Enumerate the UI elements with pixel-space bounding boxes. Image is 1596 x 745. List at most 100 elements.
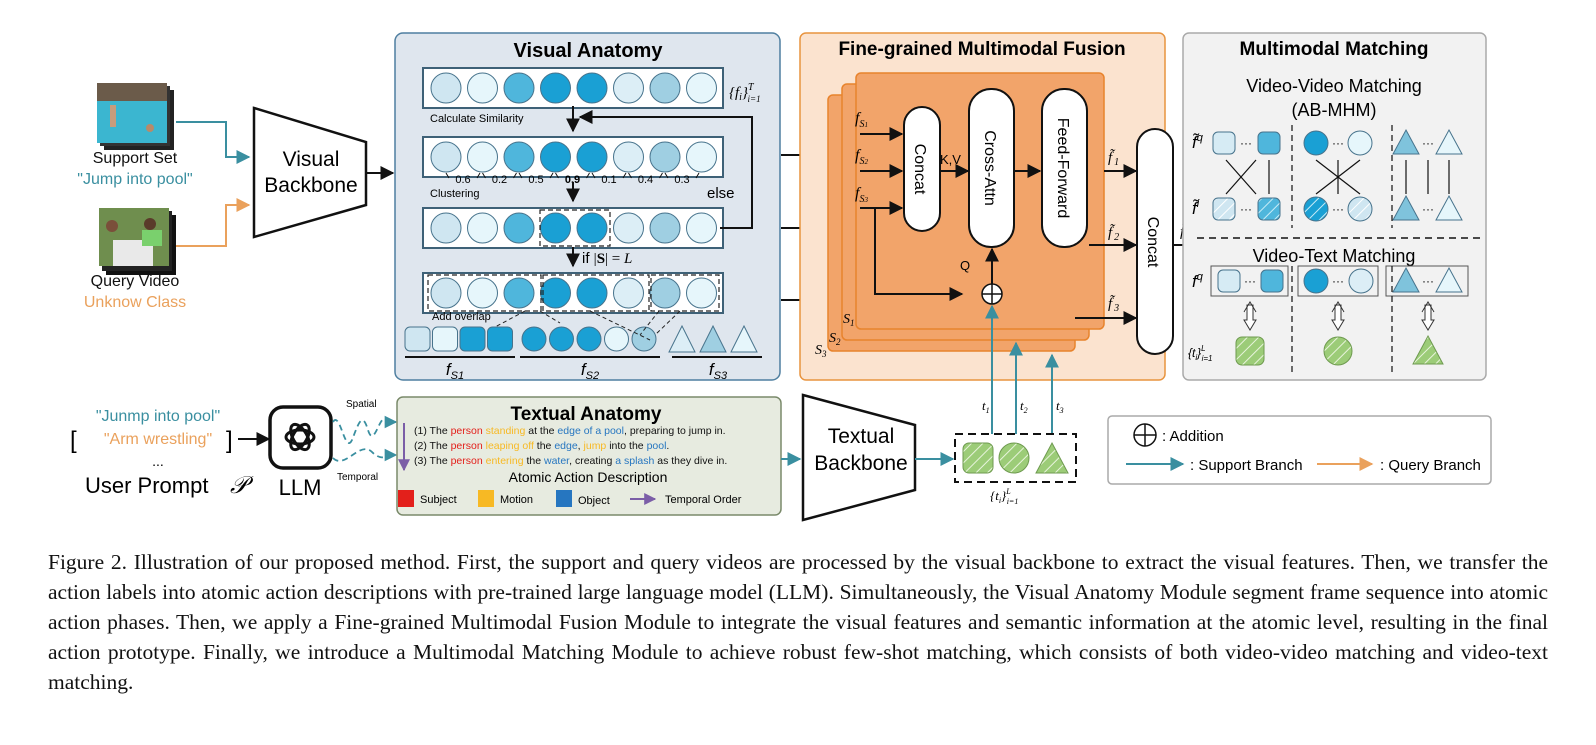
frame-feature-node [576,72,608,104]
output-f1: f̃1 [1108,149,1119,168]
legend-object-label: Object [578,495,610,507]
vt-matching-title: Video-Text Matching [1253,246,1416,266]
segment-2-circle [521,326,547,352]
prompt-bracket-right: ] [226,427,233,454]
overlap-line [654,310,681,336]
frame-feature-node [613,141,644,173]
frame-feature-node [576,277,608,309]
ellipsis: ··· [1332,274,1344,288]
segment-2-circle [576,326,602,352]
bidirectional-arrow-icon [1421,301,1435,331]
spatial-wave [332,415,398,444]
similarity-value: 0.3 [674,174,689,186]
matching-row-label: f̃q [1192,132,1204,152]
segment-2-circle [604,326,629,352]
segment-1-square [487,326,513,352]
action-sentence: (3) The person entering the water, creat… [414,455,727,467]
frame-feature-node [467,141,498,173]
frame-feature-node [649,141,681,173]
vt-feature-square [1260,269,1284,293]
frame-feature-node [430,212,462,244]
cluster-box [539,209,611,247]
frame-feature-node [686,72,717,104]
llm-icon [268,405,333,470]
fusion-title: Fine-grained Multimodal Fusion [838,39,1125,60]
vt-group-box [1385,265,1469,297]
addition-legend-icon [1133,423,1157,447]
condition-label: if |S| = L [582,250,632,267]
legend-motion-swatch [478,490,494,507]
clustering-label: Clustering [430,188,480,200]
temporal-wave [332,448,398,462]
frame-feature-node [503,141,535,173]
query-feature-circle [1347,130,1373,156]
action-sentence: (2) The person leaping off the edge, jum… [414,440,669,452]
matching-title: Multimodal Matching [1240,39,1429,60]
support-legend-label: : Support Branch [1190,457,1303,474]
prompt-class-1: "Junmp into pool" [96,408,220,425]
cross-attn-block [968,88,1015,248]
similarity-bracket [445,172,481,179]
frame-feature-node [540,212,571,244]
legend-object-swatch [556,490,572,507]
concat-label: Concat [911,144,928,195]
visual-backbone-label-2: Backbone [264,174,357,197]
frame-feature-node [430,141,462,173]
support-feature-triangle [1435,194,1463,221]
ellipsis: ··· [1422,274,1434,288]
vt-group-box [1210,265,1289,297]
frame-feature-node [540,277,571,309]
vv-matching-title: Video-Video Matching [1246,76,1421,96]
query-video-label: Query Video [91,273,180,290]
support-feature-triangle [1392,194,1420,221]
final-concat-block [1136,128,1174,355]
frame-feature-node [503,277,535,309]
text-token-triangle [1412,334,1444,365]
ellipsis: ··· [1332,202,1344,216]
textual-backbone [801,393,917,522]
visual-backbone-label-1: Visual [283,148,340,171]
else-label: else [707,185,735,202]
prompt-symbol: 𝒫 [230,473,254,499]
bidirectional-arrow-icon [1331,301,1345,331]
frame-feature-node [613,72,644,104]
token-t3-triangle [1035,441,1069,474]
similarity-value: 0.2 [492,174,507,186]
ellipsis: ··· [1422,136,1434,150]
q-label: Q [960,258,970,273]
ellipsis: ··· [1240,202,1252,216]
spatial-label: Spatial [346,399,377,410]
similarity-bracket [518,172,554,179]
frame-feature-node [576,141,608,173]
similarity-bracket [628,172,663,179]
ellipsis: ··· [1244,274,1256,288]
token-t2-circle [998,442,1030,474]
query-video-thumbnail [99,208,176,275]
support-feature-square [1257,197,1281,221]
frame-feature-node [613,212,644,244]
kv-label: K,V [940,152,961,167]
frame-feature-node [467,72,498,104]
query-feature-triangle [1435,128,1463,155]
segment-3-triangle [699,324,727,353]
prompt-ellipsis: ... [152,453,164,469]
frame-feature-node [686,277,717,309]
vt-group-box [1297,265,1379,297]
vv-matching-subtitle: (AB-MHM) [1292,100,1377,120]
llm-label: LLM [279,475,322,500]
support-feature-square [1212,197,1236,221]
concat-block [903,106,941,232]
segment-2-circle [549,326,574,352]
legend-box [1107,415,1492,485]
cross-attn-label: Cross-Attn [981,130,998,206]
output-f3: f̃3 [1108,295,1119,314]
matching-row-label: f̃i [1192,198,1200,218]
legend-temporal-label: Temporal Order [665,494,742,506]
vt-feature-circle [1303,268,1329,294]
temporal-label: Temporal [337,472,378,483]
text-token-circle [1323,336,1353,366]
query-path-arrow [874,208,964,301]
segment-box [427,274,542,312]
